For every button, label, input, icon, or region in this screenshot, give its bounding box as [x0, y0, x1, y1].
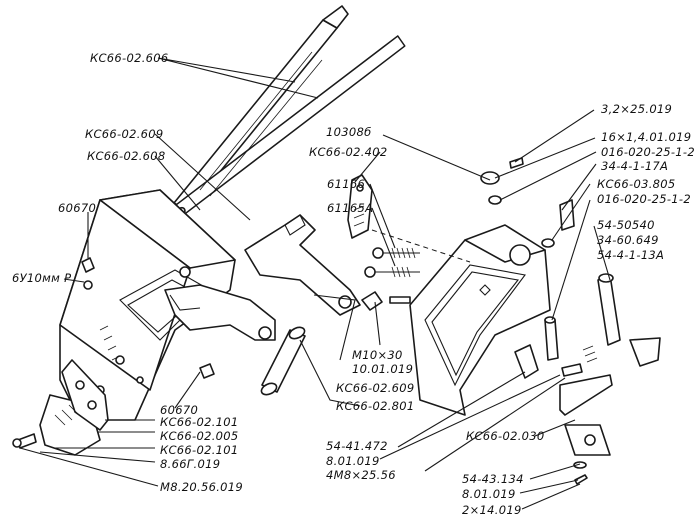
label-ks66-02-609-top: КС66-02.609	[85, 127, 164, 141]
labels: КС66-02.606 КС66-02.609 КС66-02.608 6067…	[12, 51, 695, 517]
label-4m8x25: 4М8×25.56	[326, 468, 396, 482]
label-16x1-4: 16×1,4.01.019	[601, 130, 691, 144]
label-ks66-02-101-b: КС66-02.101	[160, 443, 239, 457]
label-10308b: 10308б	[326, 125, 371, 139]
label-60670-bottom: 60670	[160, 403, 198, 417]
label-ks66-02-609-bottom: КС66-02.609	[336, 381, 415, 395]
label-ks66-02-608: КС66-02.608	[87, 149, 166, 163]
label-ks66-02-030: КС66-02.030	[466, 429, 545, 443]
label-8-01-019-a: 8.01.019	[326, 454, 380, 468]
springs-pins	[361, 229, 471, 311]
label-54-50540: 54-50540	[597, 218, 655, 232]
label-m8-20-56: М8.20.56.019	[160, 480, 243, 494]
label-ks66-02-801: КС66-02.801	[336, 399, 415, 413]
right-housing	[409, 224, 551, 416]
main-housing	[59, 189, 236, 421]
label-6u10: 6У10мм Р	[12, 271, 71, 285]
label-m10x30: М10×30	[352, 348, 403, 362]
label-61165a: 61165А	[327, 201, 373, 215]
label-60670-top: 60670	[58, 201, 96, 215]
right-hardware	[480, 157, 661, 485]
label-ks66-02-606: КС66-02.606	[90, 51, 169, 65]
cylinder-tube	[260, 326, 306, 396]
label-ks66-02-101-a: КС66-02.101	[160, 415, 239, 429]
label-ks66-02-402: КС66-02.402	[309, 145, 388, 159]
label-34-60-649: 34-60.649	[597, 233, 659, 247]
label-016-020-a: 016-020-25-1-2	[601, 145, 695, 159]
leader-lines	[19, 57, 611, 510]
label-54-43-134: 54-43.134	[462, 472, 524, 486]
label-3-2x25: 3,2×25.019	[601, 102, 672, 116]
label-8-66g-019: 8.66Г.019	[160, 457, 220, 471]
label-2x14: 2×14.019	[462, 503, 522, 517]
label-016-020-b: 016-020-25-1-2	[597, 192, 691, 206]
label-61166: 61166	[327, 177, 365, 191]
label-54-4-1-13a: 54-4-1-13А	[597, 248, 664, 262]
fork-lever-lower	[164, 284, 276, 341]
label-ks66-03-805: КС66-03.805	[597, 177, 676, 191]
label-54-41-472: 54-41.472	[326, 439, 388, 453]
bracket-402	[347, 174, 373, 239]
label-10-01-019: 10.01.019	[352, 362, 413, 376]
cover-plate	[12, 359, 109, 456]
label-34-4-1-17a: 34-4-1-17А	[601, 159, 668, 173]
label-8-01-019-b: 8.01.019	[462, 487, 516, 501]
rod-pair	[164, 5, 406, 223]
small-parts-left	[81, 257, 215, 379]
fork-lever-upper	[244, 214, 361, 316]
label-ks66-02-005: КС66-02.005	[160, 429, 239, 443]
